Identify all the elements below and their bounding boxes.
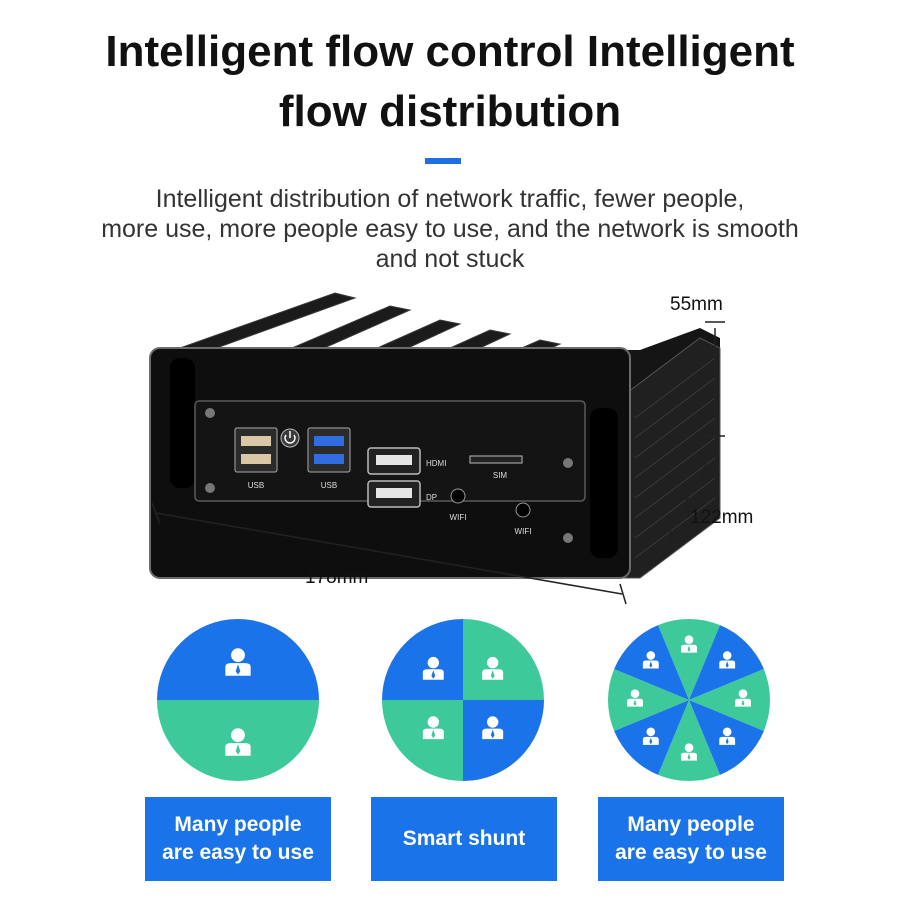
caption-3-line-1: Many people (627, 813, 755, 836)
person-icon (642, 727, 659, 745)
person-icon (627, 689, 643, 707)
height-dimension: 55mm (670, 294, 723, 315)
description-line-1: Intelligent distribution of network traf… (155, 185, 745, 213)
caption-many-people-2: Many people are easy to use (598, 797, 784, 881)
person-icon (681, 635, 697, 653)
page-headline: Intelligent flow control Intelligent flo… (0, 22, 900, 142)
caption-2-line-1: Smart shunt (402, 827, 526, 850)
person-icon (642, 651, 659, 669)
eight-segment-diagram (608, 619, 770, 781)
headline-line-1: Intelligent flow control Intelligent (105, 27, 795, 76)
hdmi-label: HDMI (426, 459, 446, 468)
depth-dimension: 122mm (690, 507, 754, 528)
usb-port-left (234, 427, 278, 473)
person-icon (482, 716, 504, 740)
diagram-segment (382, 619, 463, 700)
person-icon (735, 689, 751, 707)
usb-port-right (307, 427, 351, 473)
page-description: Intelligent distribution of network traf… (50, 184, 850, 274)
mini-pc-illustration: USB USB HDMI DP WIFI SIM WIFI (149, 292, 725, 605)
person-icon (681, 743, 697, 761)
person-icon (422, 716, 444, 740)
description-line-3: and not stuck (375, 245, 525, 273)
diagram-segment (608, 700, 689, 781)
diagram-segment (689, 700, 770, 781)
width-dimension: 178mm (305, 567, 369, 588)
wifi-left-label: WIFI (450, 513, 467, 522)
person-icon (482, 656, 504, 680)
four-segment-diagram (382, 619, 544, 781)
description-line-2: more use, more people easy to use, and t… (101, 215, 799, 243)
caption-3-line-2: are easy to use (615, 841, 767, 864)
headline-line-2: flow distribution (278, 87, 622, 136)
person-icon (719, 651, 736, 669)
person-icon (422, 656, 444, 680)
wifi-antenna-right (515, 502, 531, 518)
caption-1-line-2: are easy to use (162, 841, 314, 864)
diagram-segment (643, 619, 735, 700)
usb-left-label: USB (248, 481, 264, 490)
diagram-segment (608, 619, 689, 700)
person-icon (719, 727, 736, 745)
caption-smart-shunt: Smart shunt (371, 797, 557, 881)
sim-slot (469, 455, 523, 464)
wifi-right-label: WIFI (515, 527, 532, 536)
dimension-lines (151, 321, 725, 605)
caption-1-line-1: Many people (174, 813, 302, 836)
usb-right-label: USB (321, 481, 337, 490)
diagram-segment (463, 700, 544, 781)
two-segment-diagram (157, 619, 319, 781)
person-icon (225, 648, 251, 676)
caption-many-people-1: Many people are easy to use (145, 797, 331, 881)
wifi-antenna-left (450, 488, 466, 504)
diagram-segment (463, 619, 544, 700)
sim-label: SIM (493, 471, 508, 480)
diagram-segment (689, 619, 770, 700)
headline-accent-bar (425, 158, 461, 164)
person-icon (225, 728, 251, 756)
diagram-segment (382, 700, 463, 781)
dp-label: DP (426, 493, 437, 502)
